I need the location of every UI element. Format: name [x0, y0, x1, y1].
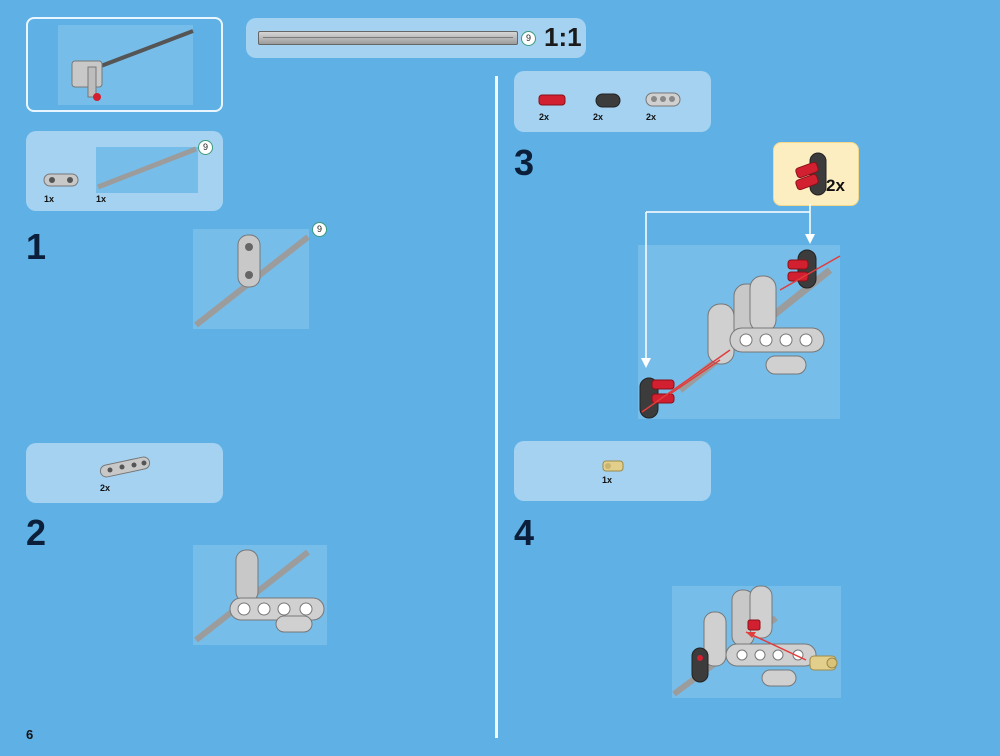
- sub-assembly-callout: 2x: [773, 142, 859, 206]
- gray-liftarm-3-icon: [645, 92, 681, 107]
- scale-reference-panel: 9 1:1: [246, 18, 586, 58]
- axle-length-badge-step-1: 9: [198, 140, 213, 155]
- step-2-number: 2: [26, 512, 47, 553]
- step-3-number: 3: [514, 142, 535, 183]
- finished-model-preview: [26, 17, 223, 112]
- step-2-part-1-qty: 2x: [100, 483, 111, 493]
- scale-ratio: 1:1: [544, 22, 582, 52]
- page-divider: [495, 76, 498, 738]
- step-1-assembly-illustration: [194, 234, 310, 328]
- step-1-parts-panel: 1x 9 1x: [26, 131, 223, 211]
- step-4-parts-panel: 1x: [514, 441, 711, 501]
- preview-model-illustration: [71, 29, 194, 101]
- step-1-number: 1: [26, 226, 47, 267]
- axle-scale-ruler: [258, 31, 518, 45]
- red-connector-peg-icon: [538, 94, 566, 106]
- dark-gray-liftarm-icon: [595, 93, 621, 108]
- step-3-part-3-qty: 2x: [646, 112, 657, 122]
- step-3-part-2-qty: 2x: [593, 112, 604, 122]
- step-4-part-1-qty: 1x: [602, 475, 613, 485]
- step-1-part-1-qty: 1x: [44, 194, 55, 204]
- step-3-assembly-illustration: [639, 204, 841, 419]
- gray-liftarm-5-icon: [99, 456, 151, 478]
- step-3-part-1-qty: 2x: [539, 112, 550, 122]
- step-2-assembly-illustration: [194, 549, 325, 643]
- axle-length-badge: 9: [521, 31, 536, 46]
- gray-axle-icon: [97, 146, 197, 190]
- tan-bush-pin-icon: [602, 460, 624, 472]
- step-3-parts-panel: 2x 2x 2x: [514, 71, 711, 132]
- step-2-parts-panel: 2x: [26, 443, 223, 503]
- callout-quantity: 2x: [826, 176, 845, 195]
- step-4-assembly-illustration: [672, 585, 838, 697]
- red-peg-dark-liftarm-icon: [795, 152, 827, 196]
- gray-liftarm-icon: [43, 173, 79, 187]
- step-1-part-2-qty: 1x: [96, 194, 107, 204]
- page-number: 6: [26, 727, 34, 742]
- step-1-axle-badge: 9: [312, 222, 327, 237]
- step-4-number: 4: [514, 512, 535, 553]
